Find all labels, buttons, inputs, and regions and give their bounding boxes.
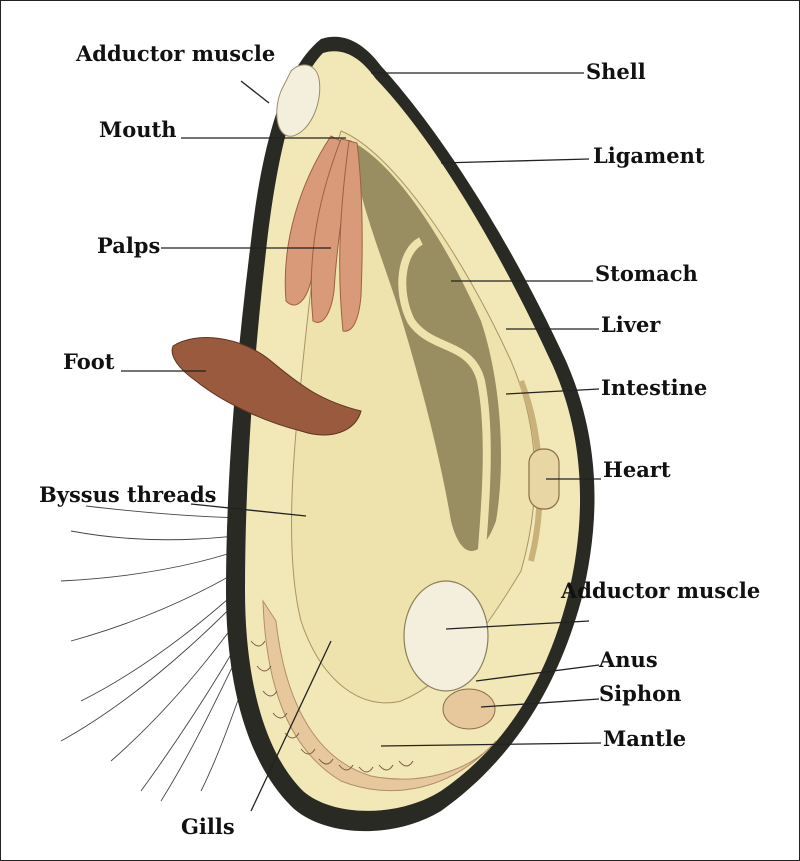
label-mouth: Mouth <box>99 119 177 140</box>
label-anus: Anus <box>599 649 658 670</box>
label-byssus-threads: Byssus threads <box>39 484 217 505</box>
label-adductor-muscle-bottom: Adductor muscle <box>561 580 760 601</box>
label-foot: Foot <box>63 351 114 372</box>
label-adductor-muscle-top: Adductor muscle <box>76 43 275 64</box>
label-stomach: Stomach <box>595 263 698 284</box>
label-palps: Palps <box>97 235 160 256</box>
label-shell: Shell <box>586 61 646 82</box>
label-liver: Liver <box>601 314 660 335</box>
label-intestine: Intestine <box>601 377 707 398</box>
label-siphon: Siphon <box>599 683 681 704</box>
label-gills: Gills <box>181 816 235 837</box>
label-mantle: Mantle <box>603 728 686 749</box>
siphon-shape <box>443 689 495 729</box>
label-heart: Heart <box>603 459 671 480</box>
label-ligament: Ligament <box>593 145 705 166</box>
posterior-adductor-shape <box>404 581 488 691</box>
